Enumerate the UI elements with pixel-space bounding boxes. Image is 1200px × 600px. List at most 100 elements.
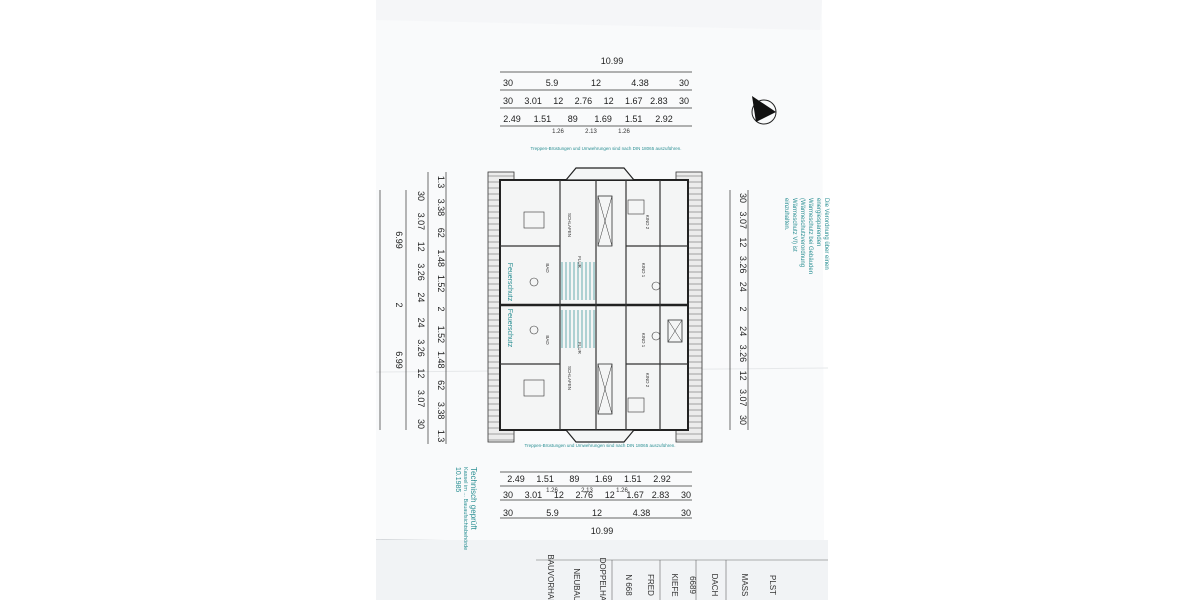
- north-arrow-icon: [751, 96, 777, 125]
- dim-bottom-row1: 30: [503, 508, 513, 518]
- approval-stamp: Technisch geprüft Kassel im ... Bauaufsi…: [454, 467, 477, 551]
- dim-bottom-row2: 2.76: [576, 490, 594, 500]
- stamp-date: 10.1985: [454, 467, 461, 493]
- window-label-bottom: Feuerschutz: [506, 309, 513, 348]
- dim-top-row2: 3.01: [524, 96, 542, 106]
- dim-bottom-row1: 5.9: [546, 508, 559, 518]
- dim-top-row1: 30: [503, 78, 513, 88]
- energy-note-text: Die Verordnung über einen energiesparend…: [783, 198, 829, 275]
- dim-top-row1: 30: [679, 78, 689, 88]
- titleblock-text: FRED: [646, 574, 655, 596]
- dim-top-row4: 1.26: [618, 129, 630, 135]
- room-child1-bottom: KIND 1: [641, 333, 646, 348]
- building-plan: SCHLAFEN KIND 2 KIND 1 BAD FLUR SCHLAFEN…: [487, 167, 703, 443]
- dim-left-inner: 62: [436, 380, 446, 390]
- dim-left-outer: 3.07: [416, 213, 426, 231]
- dim-top-row3: 1.51: [534, 114, 552, 124]
- dim-bottom-row4: 1.26: [616, 488, 628, 494]
- overall-depth-left-bottom: 6.99: [394, 351, 404, 369]
- titleblock-text: NEUBAU: [572, 568, 581, 600]
- dim-left-inner: 1.52: [436, 326, 446, 344]
- titleblock-text: BAUVORHABEN: [546, 554, 555, 600]
- energy-note: Die Verordnung über einen energiesparend…: [783, 198, 829, 275]
- titleblock-text: N 668: [624, 574, 633, 596]
- stamp-title: Technisch geprüft: [469, 467, 477, 530]
- dim-left-outer: 30: [416, 419, 426, 429]
- room-hall-top: FLUR: [577, 256, 582, 269]
- dim-bottom-row2: 12: [605, 490, 615, 500]
- depth-center-left: 2: [394, 302, 404, 307]
- dim-bottom-row4: 1.26: [546, 488, 558, 494]
- dim-left-inner: 3.38: [436, 199, 446, 217]
- dim-top-row2: 1.67: [625, 96, 643, 106]
- titleblock-text: 6689: [688, 576, 697, 594]
- stamp-text: Kassel im ... Bauaufsichtsbehörde: [462, 467, 468, 551]
- room-sleep-bottom: SCHLAFEN: [567, 366, 572, 390]
- dim-bottom-row4: 2.13: [581, 488, 593, 494]
- dim-right-col: 2: [738, 306, 748, 311]
- dim-left-outer: 3.26: [416, 339, 426, 357]
- dim-right-col: 3.07: [738, 211, 748, 229]
- dim-bottom-row3: 1.51: [624, 474, 642, 484]
- dim-top-row3: 2.49: [503, 114, 521, 124]
- dim-top-row1: 5.9: [546, 78, 559, 88]
- room-bath-bottom: BAD: [545, 335, 550, 345]
- dim-bottom-row1: 4.38: [633, 508, 651, 518]
- dim-right-col: 30: [738, 193, 748, 203]
- dim-right-col: 30: [738, 415, 748, 425]
- window-label-top: Feuerschutz: [506, 263, 513, 302]
- dim-bottom-row1: 12: [592, 508, 602, 518]
- dim-bottom-row3: 1.51: [536, 474, 554, 484]
- dim-bottom-row2: 3.01: [525, 490, 543, 500]
- dim-top-row4: 2.13: [585, 129, 597, 135]
- dim-top-row3: 1.51: [625, 114, 643, 124]
- dim-right-col: 3.07: [738, 389, 748, 407]
- dim-left-outer: 3.07: [416, 390, 426, 408]
- dim-right-col: 3.26: [738, 345, 748, 363]
- room-child2-top: KIND 2: [645, 215, 650, 230]
- dim-right-col: 12: [738, 371, 748, 381]
- dim-bottom-row2: 30: [503, 490, 513, 500]
- dim-top-row3: 2.92: [655, 114, 673, 124]
- dim-left-outer: 24: [416, 318, 426, 328]
- dim-top-row1: 12: [591, 78, 601, 88]
- dim-left-inner: 1.48: [436, 351, 446, 369]
- dim-left-outer: 30: [416, 191, 426, 201]
- dim-left-inner: 1.3: [436, 430, 446, 443]
- stair-note-bottom: Treppen-Brüstungen und Umwehrungen sind …: [525, 443, 676, 448]
- dim-top-row1: 4.38: [631, 78, 649, 88]
- dim-left-inner: 2: [436, 306, 446, 311]
- dim-bottom-row2: 30: [681, 490, 691, 500]
- dim-left-inner: 3.38: [436, 402, 446, 420]
- dim-left-inner: 1.48: [436, 249, 446, 267]
- overall-width-bottom: 10.99: [591, 526, 614, 536]
- titleblock-text: DOPPELHAUS: [598, 558, 607, 600]
- titleblock-text: PLST: [768, 575, 777, 595]
- room-bath-top: BAD: [545, 263, 550, 273]
- titleblock-text: DACH: [710, 574, 719, 597]
- dim-bottom-row1: 30: [681, 508, 691, 518]
- dim-bottom-row3: 2.92: [653, 474, 671, 484]
- dim-right-col: 12: [738, 237, 748, 247]
- dim-left-outer: 12: [416, 242, 426, 252]
- dim-top-row2: 12: [553, 96, 563, 106]
- dim-bottom-row3: 1.69: [595, 474, 613, 484]
- room-child2-bottom: KIND 2: [645, 373, 650, 388]
- dim-top-row2: 2.83: [650, 96, 668, 106]
- dim-bottom-row3: 89: [569, 474, 579, 484]
- overall-width-top: 10.99: [601, 56, 624, 66]
- dim-top-row2: 30: [503, 96, 513, 106]
- dim-right-col: 24: [738, 326, 748, 336]
- dim-top-row4: 1.26: [552, 129, 564, 135]
- dim-top-row3: 1.69: [594, 114, 612, 124]
- dim-left-inner: 1.52: [436, 275, 446, 293]
- dim-top-row3: 89: [568, 114, 578, 124]
- dim-left-outer: 3.26: [416, 263, 426, 281]
- dim-bottom-row2: 2.83: [652, 490, 670, 500]
- dim-left-inner: 1.3: [436, 176, 446, 189]
